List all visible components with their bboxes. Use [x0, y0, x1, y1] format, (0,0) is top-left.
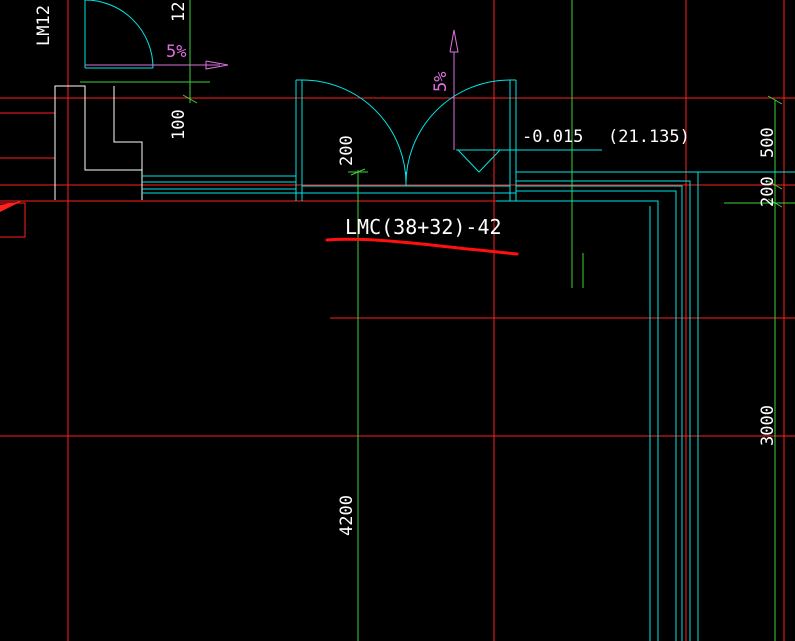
slope-arrow-head [449, 29, 459, 53]
green-tick [182, 94, 198, 104]
cyan-wall-outline [496, 200, 659, 641]
slope-arrow-head [205, 60, 229, 70]
slope-right-text: 5% [431, 72, 451, 92]
door-swing-arc-left [301, 79, 407, 187]
dim-3000-text: 3000 [758, 405, 778, 446]
white-wall-outline [113, 86, 143, 170]
drawing-text: LM12 12 100 200 -0.015 (21.135) LMC(38+3… [34, 2, 778, 536]
green-tick [767, 198, 783, 208]
green-tick [767, 180, 783, 190]
red-wall-fill [0, 201, 22, 212]
elevation-minus-text: -0.015 [522, 127, 583, 147]
dim-4200-text: 4200 [337, 495, 357, 536]
slope-text: 5% 5% [166, 42, 451, 92]
door-swing-arc-top-left [84, 0, 154, 69]
green-lines [80, 0, 795, 641]
dim-200-top-text: 200 [337, 135, 357, 166]
white-wall-lines [54, 85, 143, 200]
red-markup-underline [325, 237, 519, 256]
lm12-label: LM12 [34, 5, 54, 46]
dim-100-text: 100 [169, 109, 189, 140]
green-tick [350, 168, 366, 176]
slope-left-text: 5% [166, 42, 186, 62]
slope-arrows [85, 29, 459, 150]
dim-12-text: 12 [169, 2, 189, 22]
cyan-wall-outline [516, 185, 683, 641]
white-wall-outline [54, 85, 143, 200]
door-type-label: LMC(38+32)-42 [345, 215, 502, 239]
cyan-lines [84, 0, 795, 641]
dim-500-text: 500 [758, 127, 778, 158]
cyan-wall-outline [516, 190, 677, 641]
elevation-triangle-marker [457, 149, 501, 173]
dim-200-right-text: 200 [758, 176, 778, 207]
green-tick [767, 95, 783, 105]
elevation-paren-text: (21.135) [608, 127, 690, 147]
cyan-wall-outline [516, 180, 691, 641]
door-swing-arc-right [405, 79, 511, 187]
red-wall-outline [0, 112, 56, 159]
